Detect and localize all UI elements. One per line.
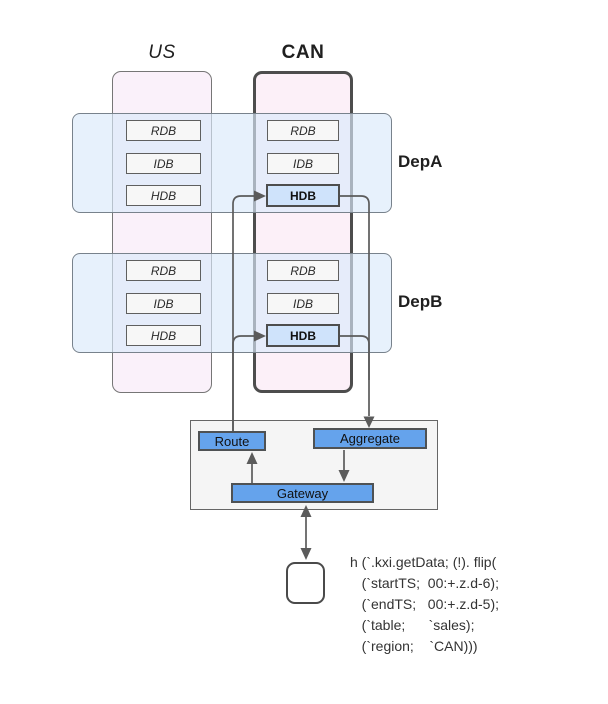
dep-label-a: DepA <box>398 152 443 171</box>
db-box-can-depb-idb: IDB <box>267 293 339 314</box>
db-box-us-depb-rdb: RDB <box>126 260 201 281</box>
code-line-5: (`region; `CAN))) <box>350 638 478 654</box>
dep-label-b: DepB <box>398 292 443 311</box>
code-line-3: (`endTS; 00:+.z.d-5); <box>350 596 500 612</box>
dep-band-b <box>72 253 392 353</box>
region-label-can: CAN <box>281 42 325 63</box>
db-box-us-depb-hdb: HDB <box>126 325 201 346</box>
db-box-us-depa-idb: IDB <box>126 153 201 174</box>
dep-band-a <box>72 113 392 213</box>
db-box-can-depa-rdb: RDB <box>267 120 339 141</box>
db-box-us-depb-idb: IDB <box>126 293 201 314</box>
region-label-us: US <box>148 42 176 63</box>
aggregate-box: Aggregate <box>313 428 427 449</box>
code-line-2: (`startTS; 00:+.z.d-6); <box>350 575 499 591</box>
db-box-us-depa-hdb: HDB <box>126 185 201 206</box>
code-line-4: (`table; `sales); <box>350 617 475 633</box>
db-box-can-depa-hdb: HDB <box>266 184 340 207</box>
db-box-us-depa-rdb: RDB <box>126 120 201 141</box>
query-code-block: h (`.kxi.getData; (!). flip( (`startTS; … <box>350 552 499 657</box>
db-box-can-depb-hdb: HDB <box>266 324 340 347</box>
gateway-box: Gateway <box>231 483 374 503</box>
arrowhead-down-into-client <box>300 548 312 560</box>
code-line-1: h (`.kxi.getData; (!). flip( <box>350 554 497 570</box>
db-box-can-depb-rdb: RDB <box>267 260 339 281</box>
client-node <box>286 562 325 604</box>
route-box: Route <box>198 431 266 451</box>
db-box-can-depa-idb: IDB <box>267 153 339 174</box>
